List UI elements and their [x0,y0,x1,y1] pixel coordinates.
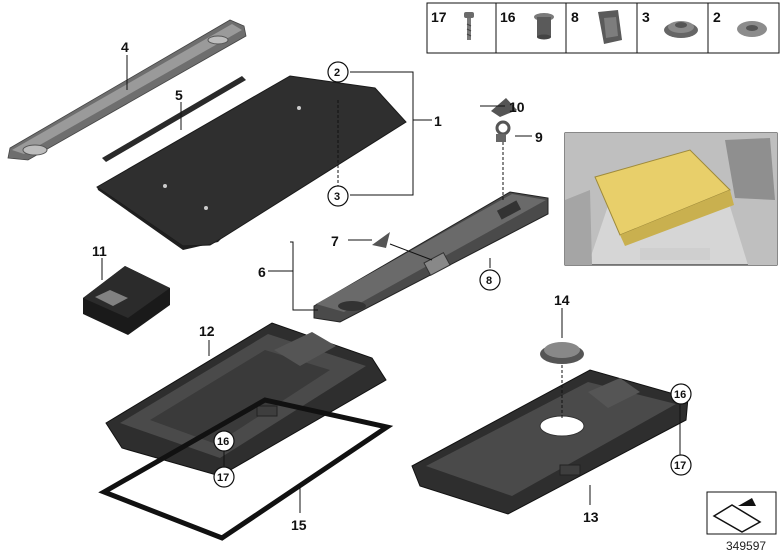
bolt-icon [464,12,474,40]
header-parts-table: 17 16 8 3 2 [426,2,780,54]
callout-circle [479,269,501,291]
callout-6: 6 [258,264,266,280]
callout-circle [213,430,235,452]
header-part-number: 2 [713,9,721,25]
callout-circle [670,383,692,405]
callout-14: 14 [554,292,570,308]
header-part-number: 8 [571,9,579,25]
callout-circle [213,466,235,488]
part-7-clip [372,232,390,248]
callout-16-right: 16 [674,389,686,401]
callout-circle [670,454,692,476]
push-button-fastener-icon [664,21,698,38]
part-14-cover-cap [540,342,584,364]
callout-12: 12 [199,323,215,339]
callout-15: 15 [291,517,307,533]
part-11-tool-kit [83,266,170,335]
callout-circle [327,185,349,207]
callout-17-left: 17 [217,472,229,484]
callout-1: 1 [434,113,442,129]
reference-number: 349597 [726,539,766,553]
callout-3: 3 [334,191,340,203]
callout-circle [327,61,349,83]
reference-arrow-icon [706,491,777,535]
callouts: 4 5 1 2 3 10 9 7 6 8 11 12 16 17 15 14 1… [92,39,692,533]
part-12-floor-panel [105,322,387,477]
part-15-seal-frame [98,397,394,541]
callout-10: 10 [509,99,525,115]
part-5-seal-strip [102,76,246,162]
part-8-loading-sill-cover [313,191,549,323]
flat-rivet-icon [737,21,767,37]
part-9-lashing-eye [495,120,511,142]
header-part-number: 3 [642,9,650,25]
part-10-cap [491,98,517,117]
callout-4: 4 [121,39,129,55]
expanding-rivet-icon [534,13,554,40]
callout-5: 5 [175,87,183,103]
leader-lines [101,55,681,513]
clip-nut-icon [598,10,622,44]
callout-13: 13 [583,509,599,525]
callout-2: 2 [334,67,340,79]
part-13-floor-panel [411,369,689,515]
vehicle-location-inset [564,132,778,266]
part-1-floor-carpet [96,75,407,250]
callout-7: 7 [331,233,339,249]
header-part-number: 16 [500,9,516,25]
header-part-number: 17 [431,9,447,25]
callout-9: 9 [535,129,543,145]
callout-11: 11 [92,243,107,259]
callout-8: 8 [486,275,492,287]
callout-17-right: 17 [674,460,686,472]
callout-16-left: 16 [217,436,229,448]
